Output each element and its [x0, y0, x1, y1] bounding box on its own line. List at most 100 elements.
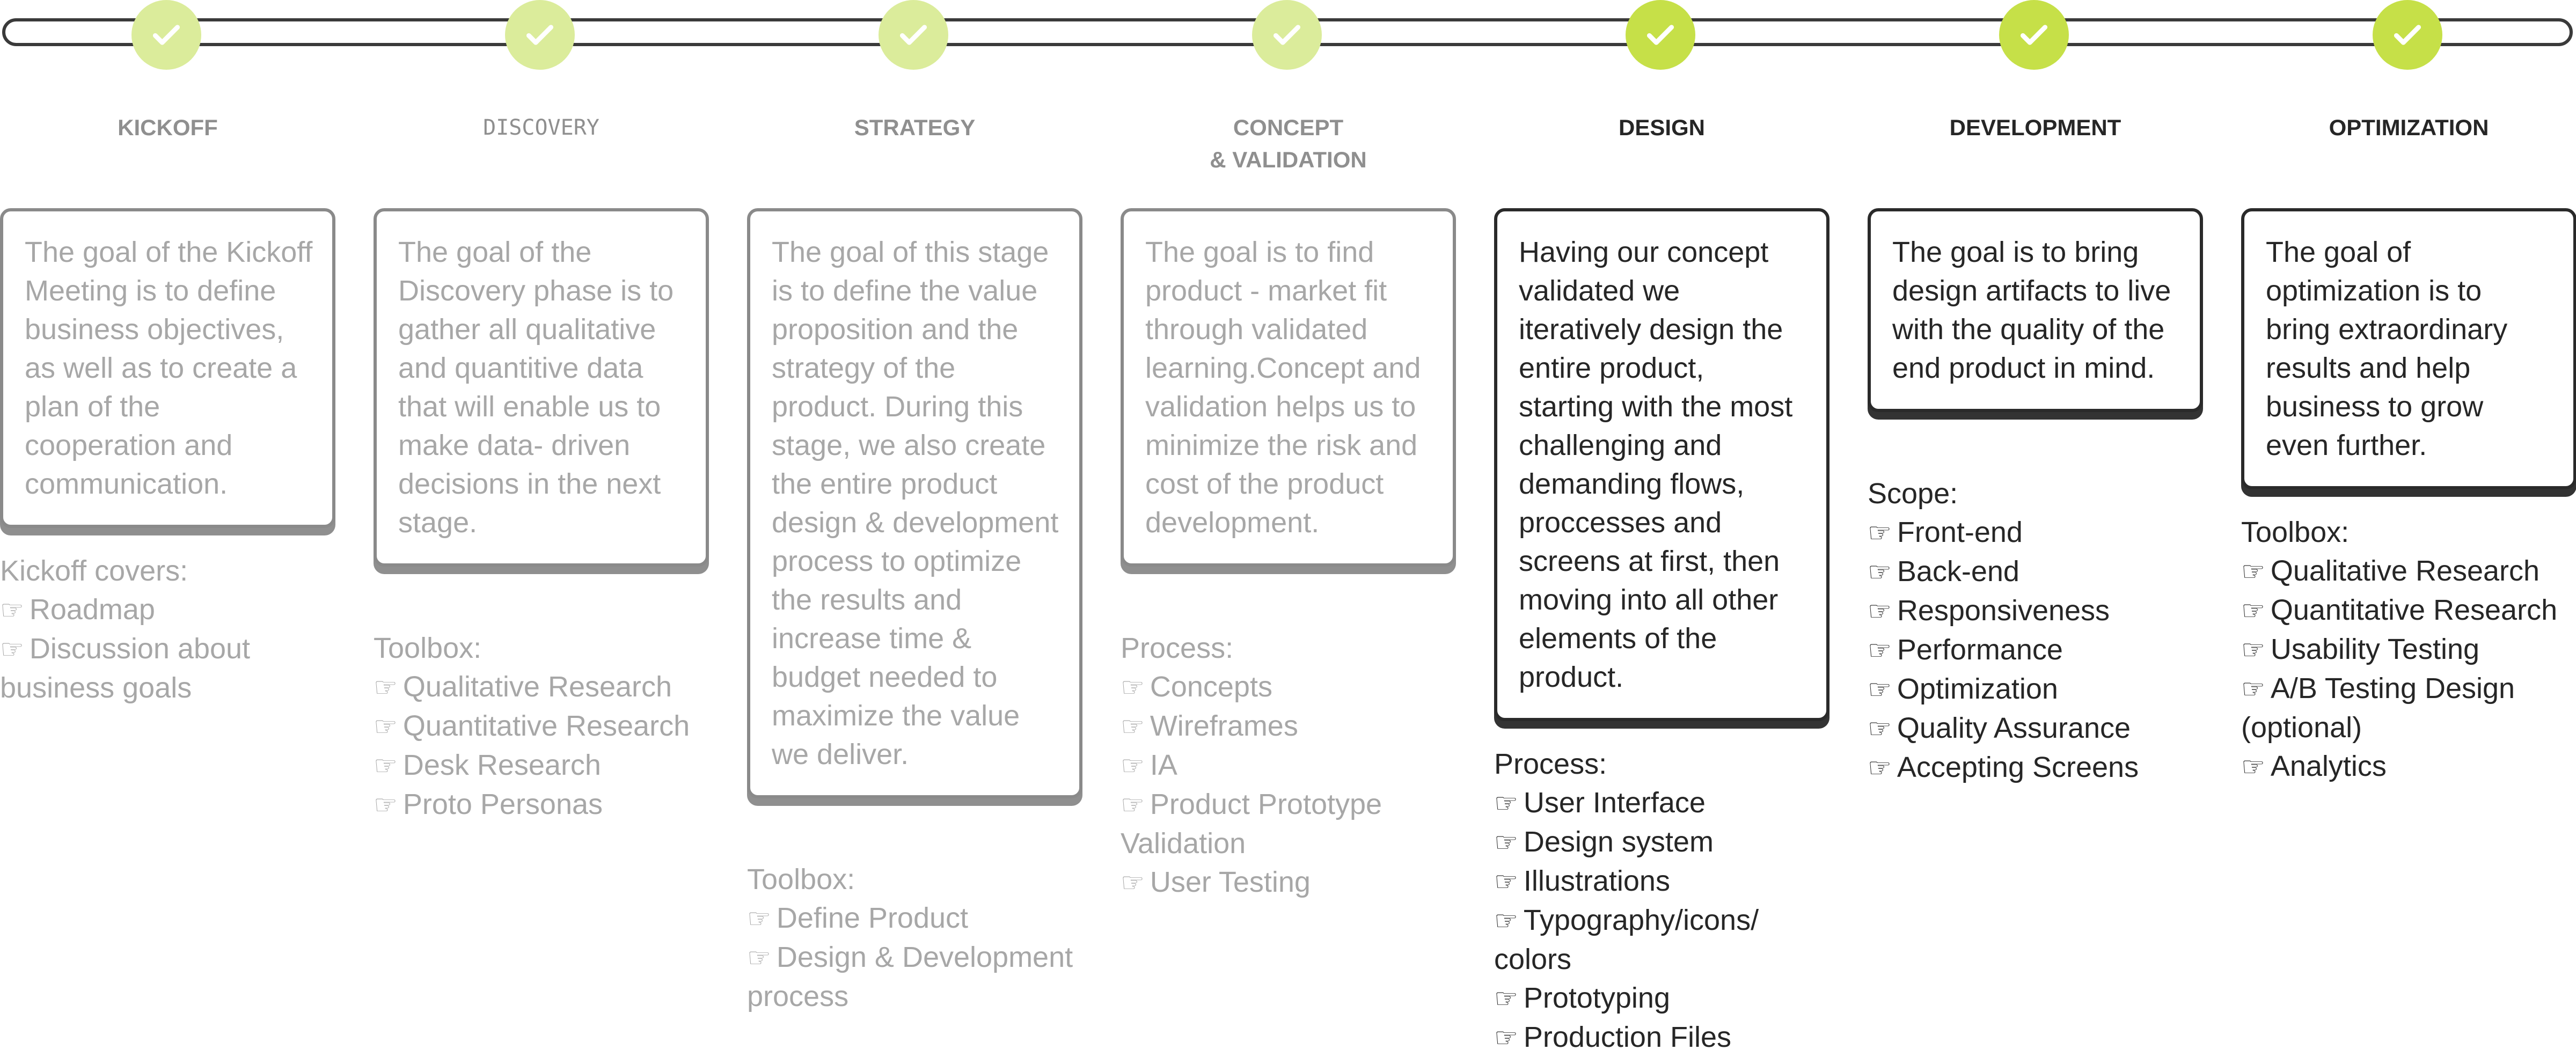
- stage-details: Toolbox: ☞Define Product ☞Design & Devel…: [747, 860, 1082, 1016]
- list-item: ☞Accepting Screens: [1868, 751, 2139, 783]
- item-list: ☞Roadmap ☞Discussion about business goal…: [0, 590, 335, 707]
- stage-details: Scope: ☞Front-end ☞Back-end ☞Responsiven…: [1868, 474, 2203, 787]
- list-item: ☞Product Prototype Validation: [1121, 788, 1382, 860]
- item-list: ☞Front-end ☞Back-end ☞Responsiveness ☞Pe…: [1868, 513, 2203, 787]
- stage-details: Kickoff covers: ☞Roadmap ☞Discussion abo…: [0, 552, 335, 707]
- list-item: ☞Optimization: [1868, 673, 2058, 705]
- pointing-hand-icon: ☞: [374, 789, 398, 820]
- section-heading: Toolbox:: [747, 863, 855, 895]
- list-item: ☞Proto Personas: [374, 788, 603, 820]
- list-item: ☞Back-end: [1868, 555, 2019, 588]
- list-item: ☞Performance: [1868, 634, 2063, 666]
- pointing-hand-icon: ☞: [1868, 517, 1892, 548]
- list-item: ☞IA: [1121, 749, 1177, 781]
- list-item: ☞Desk Research: [374, 749, 601, 781]
- list-item: ☞Typography/icons/ colors: [1494, 904, 1759, 975]
- check-icon: [899, 25, 927, 45]
- pointing-hand-icon: ☞: [1868, 674, 1892, 705]
- pointing-hand-icon: ☞: [1121, 711, 1145, 742]
- stage-node: [1252, 0, 1322, 70]
- goal-box: The goal of optimization is to bring ext…: [2241, 208, 2576, 489]
- stage-design: DESIGN Having our concept validated we i…: [1494, 0, 1829, 1053]
- section-heading: Scope:: [1868, 478, 1958, 510]
- list-item: ☞User Testing: [1121, 866, 1311, 898]
- check-icon: [2394, 25, 2421, 45]
- section-heading: Toolbox:: [374, 632, 482, 664]
- pointing-hand-icon: ☞: [1121, 750, 1145, 781]
- pointing-hand-icon: ☞: [1868, 713, 1892, 744]
- list-item: ☞Qualitative Research: [374, 671, 672, 703]
- list-item: ☞Qualitative Research: [2241, 555, 2540, 587]
- list-item: ☞Analytics: [2241, 750, 2387, 782]
- stage-node: [131, 0, 201, 70]
- stage-concept-validation: CONCEPT & VALIDATION The goal is to find…: [1121, 0, 1456, 1053]
- stage-details: Process: ☞Concepts ☞Wireframes ☞IA ☞Prod…: [1121, 629, 1456, 902]
- pointing-hand-icon: ☞: [1868, 596, 1892, 627]
- stage-node: [1626, 0, 1695, 70]
- pointing-hand-icon: ☞: [1121, 867, 1145, 898]
- pointing-hand-icon: ☞: [1121, 672, 1145, 703]
- pointing-hand-icon: ☞: [374, 711, 398, 742]
- stage-node: [2373, 0, 2442, 70]
- pointing-hand-icon: ☞: [1494, 1022, 1518, 1053]
- stage-details: Process: ☞User Interface ☞Design system …: [1494, 745, 1829, 1057]
- pointing-hand-icon: ☞: [374, 672, 398, 703]
- list-item: ☞Quantitative Research: [2241, 594, 2558, 626]
- check-icon: [152, 25, 180, 45]
- pointing-hand-icon: ☞: [1494, 983, 1518, 1014]
- pointing-hand-icon: ☞: [1494, 905, 1518, 936]
- item-list: ☞Qualitative Research ☞Quantitative Rese…: [374, 667, 709, 824]
- check-icon: [1646, 25, 1674, 45]
- list-item: ☞Prototyping: [1494, 982, 1670, 1014]
- check-icon: [2020, 25, 2048, 45]
- list-item: ☞A/B Testing Design (optional): [2241, 672, 2515, 744]
- stage-title: DESIGN: [1618, 115, 1706, 140]
- list-item: ☞Design & Development process: [747, 941, 1073, 1012]
- list-item: ☞Usability Testing: [2241, 633, 2480, 665]
- stage-title: OPTIMIZATION: [2329, 115, 2489, 140]
- list-item: ☞Define Product: [747, 902, 969, 934]
- goal-box: The goal of the Kickoff Meeting is to de…: [0, 208, 335, 528]
- stage-title: STRATEGY: [854, 115, 976, 140]
- list-item: ☞Illustrations: [1494, 865, 1670, 897]
- item-list: ☞User Interface ☞Design system ☞Illustra…: [1494, 783, 1829, 1057]
- stage-optimization: OPTIMIZATION The goal of optimization is…: [2241, 0, 2576, 1053]
- list-item: ☞Roadmap: [0, 593, 155, 626]
- section-heading: Process:: [1494, 748, 1607, 780]
- goal-box: The goal of this stage is to define the …: [747, 208, 1082, 798]
- pointing-hand-icon: ☞: [374, 750, 398, 781]
- list-item: ☞Design system: [1494, 826, 1714, 858]
- stage-development: DEVELOPMENT The goal is to bring design …: [1868, 0, 2203, 1053]
- section-heading: Kickoff covers:: [0, 555, 188, 587]
- stage-title: CONCEPT & VALIDATION: [1210, 115, 1367, 172]
- stage-node: [1999, 0, 2069, 70]
- list-item: ☞Wireframes: [1121, 710, 1298, 742]
- pointing-hand-icon: ☞: [747, 942, 771, 973]
- stage-discovery: DISCOVERY The goal of the Discovery phas…: [374, 0, 709, 1053]
- pointing-hand-icon: ☞: [1494, 788, 1518, 819]
- list-item: ☞User Interface: [1494, 787, 1706, 819]
- section-heading: Toolbox:: [2241, 516, 2350, 548]
- pointing-hand-icon: ☞: [0, 634, 24, 665]
- stage-strategy: STRATEGY The goal of this stage is to de…: [747, 0, 1082, 1053]
- pointing-hand-icon: ☞: [2241, 673, 2265, 704]
- goal-box: The goal of the Discovery phase is to ga…: [374, 208, 709, 567]
- list-item: ☞Quantitative Research: [374, 710, 690, 742]
- item-list: ☞Qualitative Research ☞Quantitative Rese…: [2241, 552, 2576, 786]
- pointing-hand-icon: ☞: [1868, 556, 1892, 588]
- item-list: ☞Concepts ☞Wireframes ☞IA ☞Product Proto…: [1121, 667, 1456, 902]
- pointing-hand-icon: ☞: [1494, 827, 1518, 858]
- check-icon: [526, 25, 554, 45]
- section-heading: Process:: [1121, 632, 1234, 664]
- list-item: ☞Discussion about business goals: [0, 633, 251, 704]
- stage-title: KICKOFF: [118, 115, 218, 140]
- pointing-hand-icon: ☞: [2241, 556, 2265, 587]
- list-item: ☞Production Files: [1494, 1021, 1732, 1053]
- pointing-hand-icon: ☞: [2241, 751, 2265, 782]
- pointing-hand-icon: ☞: [1494, 866, 1518, 897]
- stage-title: DEVELOPMENT: [1949, 115, 2121, 140]
- pointing-hand-icon: ☞: [0, 594, 24, 626]
- list-item: ☞Quality Assurance: [1868, 712, 2131, 744]
- item-list: ☞Define Product ☞Design & Development pr…: [747, 899, 1082, 1016]
- goal-box: The goal is to find product - market fit…: [1121, 208, 1456, 567]
